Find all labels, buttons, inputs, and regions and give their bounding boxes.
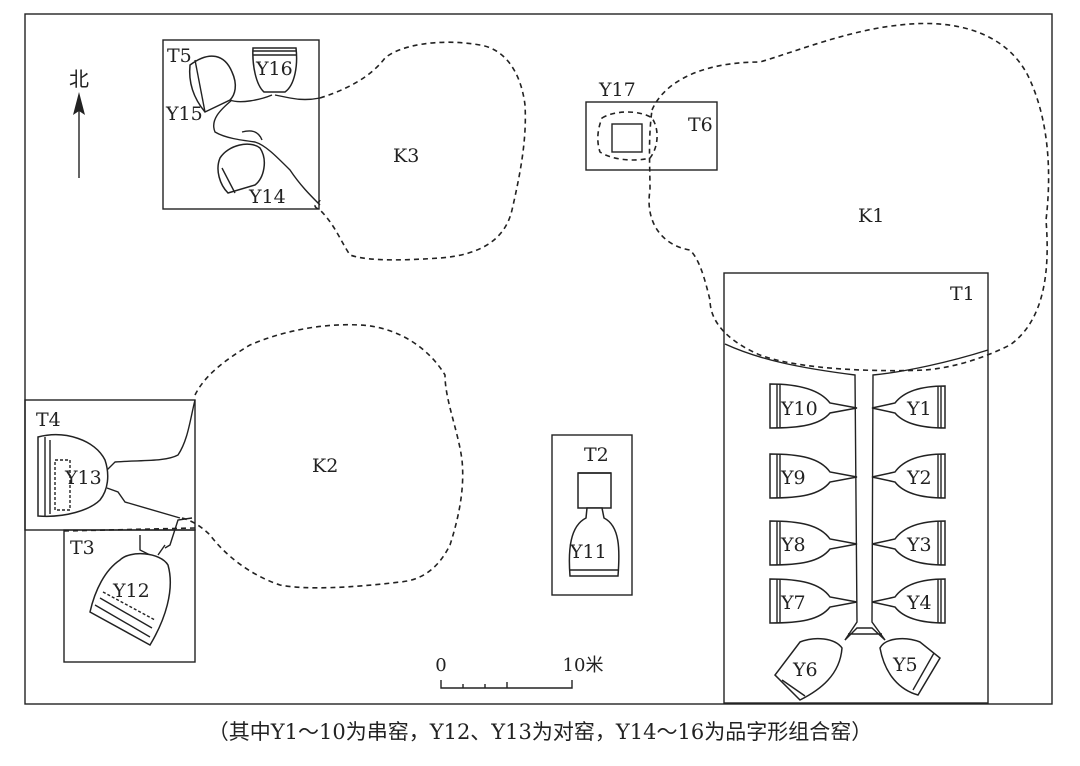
trench-t6-label: T6 [688, 114, 713, 136]
kiln-y9 [769, 453, 858, 499]
scale-bar [440, 680, 573, 689]
trench-t2-label: T2 [584, 444, 609, 466]
trench-t1-box [723, 272, 989, 704]
figure-caption: （其中Y1～10为串窑，Y12、Y13为对窑，Y14～16为品字形组合窑） [207, 720, 873, 744]
kiln-y8 [769, 520, 858, 566]
kiln-y17-inner [611, 123, 643, 153]
kiln-y11-label: Y11 [569, 541, 607, 563]
kiln-y12-passage [139, 517, 193, 556]
kiln-y10-label: Y10 [780, 398, 818, 420]
kiln-y13 [37, 434, 109, 518]
north-label: 北 [69, 67, 89, 91]
pit-k3-label: K3 [393, 145, 419, 167]
pit-k3-outline [314, 41, 527, 261]
kiln-y7-label: Y7 [780, 592, 806, 614]
kiln-y11 [568, 472, 620, 577]
kiln-y15-label: Y15 [165, 103, 203, 125]
trench-t4-box [24, 399, 196, 531]
kiln-y3 [871, 520, 946, 566]
pit-y17-outline [597, 111, 658, 161]
kiln-t5-passages [213, 94, 321, 206]
kiln-y12 [89, 553, 172, 647]
kiln-y1-label: Y1 [906, 398, 932, 420]
kiln-y6-label: Y6 [792, 659, 818, 681]
trench-t4-label: T4 [36, 409, 61, 431]
trench-t5-label: T5 [167, 45, 192, 67]
kiln-y16 [252, 47, 298, 93]
kiln-y13-passage [106, 399, 196, 519]
kiln-y2 [871, 453, 946, 499]
scale-end-label: 10米 [563, 655, 604, 676]
trench-t3-label: T3 [70, 537, 95, 559]
kiln-y5 [879, 637, 941, 696]
trench-t2-box [551, 434, 633, 596]
map-frame [24, 13, 1053, 705]
kiln-y12-label: Y12 [112, 580, 150, 602]
pit-k2-outline [181, 323, 464, 589]
kiln-corridor-east [871, 349, 989, 641]
kiln-junction [844, 627, 886, 641]
kiln-y9-label: Y9 [780, 467, 806, 489]
kiln-y3-label: Y3 [906, 534, 932, 556]
kiln-y8-label: Y8 [780, 534, 806, 556]
trench-t5-box [162, 39, 320, 210]
kiln-y14 [217, 143, 266, 194]
kiln-y6 [774, 637, 843, 701]
kiln-corridor [724, 343, 858, 641]
kiln-y17-label: Y17 [598, 79, 636, 101]
pit-k2-label: K2 [312, 455, 338, 477]
kiln-y4 [871, 578, 946, 624]
trench-t6-box [585, 101, 718, 171]
kiln-y10 [769, 383, 858, 429]
kiln-y4-label: Y4 [906, 592, 932, 614]
kiln-y5-label: Y5 [892, 654, 918, 676]
kiln-y14-label: Y14 [248, 186, 286, 208]
kiln-y2-label: Y2 [906, 467, 932, 489]
kiln-y7 [769, 578, 858, 624]
kiln-y16-label: Y16 [255, 58, 293, 80]
kiln-y13-label: Y13 [64, 467, 102, 489]
north-arrow [73, 92, 85, 178]
kiln-y15 [188, 55, 237, 113]
trench-t1-label: T1 [950, 283, 975, 305]
pit-k1-label: K1 [858, 205, 884, 227]
scale-start-label: 0 [435, 655, 446, 676]
kiln-y1 [871, 385, 946, 429]
